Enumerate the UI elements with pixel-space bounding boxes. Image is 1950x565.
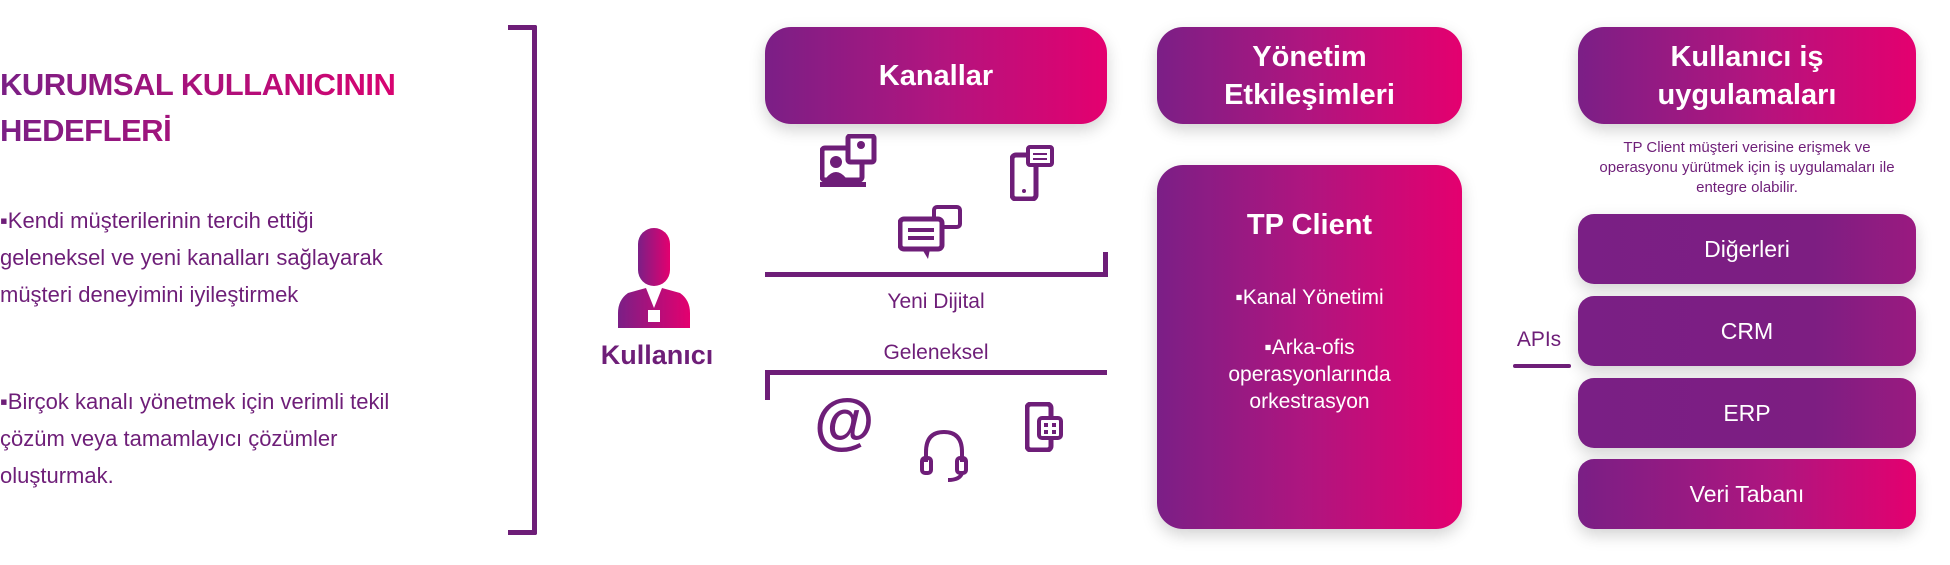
user-icon [618, 228, 690, 328]
goals-title-line1: KURUMSAL KULLANICININ [0, 67, 396, 102]
backoffice-line3: orkestrasyon [1249, 390, 1370, 413]
management-header: Yönetim Etkileşimleri [1157, 27, 1462, 124]
business-apps-header: Kullanıcı iş uygulamaları [1578, 27, 1916, 124]
channels-header: Kanallar [765, 27, 1107, 124]
business-apps-description: TP Client müşteri verisine erişmek ve op… [1599, 139, 1895, 196]
video-call-icon [820, 134, 878, 190]
user-label: Kullanıcı [600, 340, 714, 370]
tp-client-item-backoffice: ▪Arka-ofis operasyonlarında orkestrasyon [1228, 334, 1390, 415]
app-database-label: Veri Tabanı [1689, 480, 1805, 507]
tp-client-title: TP Client [1246, 209, 1373, 241]
app-others: Diğerleri [1578, 214, 1916, 284]
digital-channels-line [765, 272, 1107, 277]
traditional-line-tick [765, 370, 770, 400]
app-crm-label: CRM [1720, 317, 1774, 344]
traditional-channels-line [765, 370, 1107, 375]
goal-bullet-2: ▪Birçok kanalı yönetmek için verimli tek… [0, 389, 390, 488]
backoffice-line2: operasyonlarında [1228, 363, 1391, 386]
app-erp: ERP [1578, 378, 1916, 448]
goals-title-line2: HEDEFLERİ [0, 113, 172, 148]
management-header-line1: Yönetim [1252, 40, 1367, 73]
goal-bullet-1: ▪Kendi müşterilerinin tercih ettiği gele… [0, 208, 383, 307]
goals-title: KURUMSAL KULLANICININ HEDEFLERİ [0, 62, 430, 154]
digital-line-tick [1103, 252, 1108, 277]
apis-connector [1513, 364, 1571, 368]
apis-label: APIs [1516, 328, 1562, 351]
channels-header-label: Kanallar [878, 59, 994, 92]
app-erp-label: ERP [1723, 399, 1771, 426]
traditional-label: Geleneksel [883, 341, 989, 364]
mobile-app-icon [1025, 402, 1065, 452]
management-header-line2: Etkileşimleri [1224, 78, 1395, 111]
email-at-icon: @ [814, 387, 875, 456]
app-others-label: Diğerleri [1704, 235, 1790, 262]
tp-client-item-channel-management: ▪Kanal Yönetimi [1235, 286, 1384, 309]
tp-client-box: TP Client ▪Kanal Yönetimi ▪Arka-ofis ope… [1157, 165, 1462, 529]
headset-icon [918, 428, 970, 482]
business-apps-header-line1: Kullanıcı iş [1670, 40, 1824, 73]
business-apps-header-line2: uygulamaları [1657, 78, 1837, 111]
mobile-chat-icon [1010, 145, 1056, 201]
chat-bubble-icon [898, 205, 964, 261]
bracket-divider [508, 25, 537, 535]
new-digital-label: Yeni Dijital [887, 290, 985, 313]
app-crm: CRM [1578, 296, 1916, 366]
backoffice-line1: ▪Arka-ofis [1264, 336, 1355, 359]
app-database: Veri Tabanı [1578, 459, 1916, 529]
